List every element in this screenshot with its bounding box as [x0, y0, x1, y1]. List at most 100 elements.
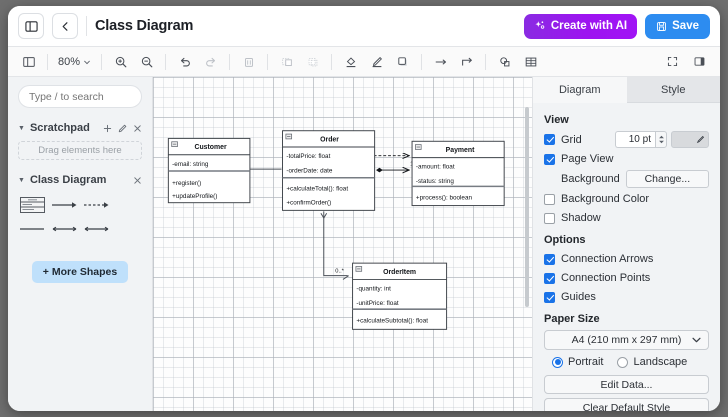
grid-checkbox[interactable]: [544, 134, 555, 145]
fill-color-button[interactable]: [338, 51, 363, 73]
toolbar-toggle-left-panel[interactable]: [16, 51, 41, 73]
shadow-checkbox[interactable]: [544, 212, 555, 224]
sparkles-icon: [535, 21, 545, 29]
panel-right-icon: [694, 57, 705, 66]
clear-default-style-button[interactable]: Clear Default Style: [544, 398, 709, 411]
insert-table-button[interactable]: [518, 51, 543, 73]
elbow-connector-button[interactable]: [454, 51, 479, 73]
trash-icon: [244, 57, 253, 67]
scratchpad-add-icon[interactable]: [103, 124, 112, 133]
grid-size-input[interactable]: 10 pt: [615, 131, 655, 148]
landscape-radio[interactable]: [617, 356, 629, 368]
double-arrow-alt-shape[interactable]: [82, 219, 111, 239]
toolbar: 80%: [8, 47, 720, 77]
uml-class-shape[interactable]: [18, 195, 47, 215]
more-shapes-button[interactable]: + More Shapes: [31, 261, 129, 283]
to-back-button[interactable]: [300, 51, 325, 73]
uml-class-payment[interactable]: Payment -amount: float -status: string +…: [411, 140, 505, 207]
straight-connector-button[interactable]: [428, 51, 453, 73]
divider: [229, 53, 231, 70]
uml-class-order[interactable]: Order -totalPrice: float -orderDate: dat…: [282, 130, 376, 211]
guides-row: Guides: [544, 289, 709, 305]
chevron-down-icon: [84, 60, 90, 64]
save-label: Save: [672, 20, 699, 32]
scratchpad-section-header[interactable]: ▼ Scratchpad: [18, 122, 142, 134]
plain-line-shape[interactable]: [18, 219, 47, 239]
fullscreen-button[interactable]: [660, 51, 685, 73]
uml-class-orderitem[interactable]: OrderItem -quantity: int -unitPrice: flo…: [352, 262, 448, 330]
delete-button[interactable]: [236, 51, 261, 73]
page-area: [153, 77, 532, 411]
tab-diagram[interactable]: Diagram: [533, 77, 627, 103]
background-label: Background: [561, 173, 620, 185]
grid-color-swatch[interactable]: [671, 131, 709, 148]
scratchpad-edit-icon[interactable]: [118, 124, 127, 133]
connection-points-checkbox[interactable]: [544, 272, 555, 284]
format-panel: Diagram Style View Grid 10 pt: [532, 77, 720, 411]
class-attribute: -orderDate: date: [286, 167, 333, 174]
toggle-sidebar-button[interactable]: [18, 13, 44, 39]
portrait-radio[interactable]: [552, 356, 563, 368]
class-method: +process(): boolean: [416, 194, 473, 201]
orientation-portrait[interactable]: Portrait: [552, 356, 603, 368]
shape-palette: [18, 195, 142, 239]
edit-data-button[interactable]: Edit Data...: [544, 375, 709, 394]
class-name: OrderItem: [383, 269, 416, 276]
background-change-button[interactable]: Change...: [625, 170, 709, 188]
panel-left-icon: [24, 20, 38, 32]
undo-icon: [180, 57, 190, 66]
class-method: +confirmOrder(): [286, 200, 331, 207]
connection-arrows-label: Connection Arrows: [561, 253, 654, 265]
scratchpad-dropzone-label: Drag elements here: [38, 145, 122, 156]
grid-size-arrows[interactable]: [655, 131, 667, 148]
class-diagram-title: Class Diagram: [29, 174, 107, 186]
redo-button[interactable]: [198, 51, 223, 73]
divider: [485, 53, 487, 70]
diagram-canvas[interactable]: 1 1 Payment (dashed dependency) --> Paym…: [153, 77, 532, 411]
zoom-level-label: 80%: [58, 55, 81, 68]
to-front-icon: [281, 57, 292, 66]
dashed-arrow-shape[interactable]: [82, 195, 111, 215]
elbow-arrow-icon: [461, 57, 472, 65]
portrait-label: Portrait: [568, 356, 604, 368]
paper-size-select[interactable]: A4 (210 mm x 297 mm): [544, 330, 709, 350]
background-color-checkbox[interactable]: [544, 193, 555, 205]
save-button[interactable]: Save: [645, 13, 710, 39]
canvas-vertical-scrollbar[interactable]: [525, 107, 529, 307]
chevron-down-icon: [658, 140, 664, 144]
undo-button[interactable]: [172, 51, 197, 73]
divider: [86, 16, 87, 36]
tab-style[interactable]: Style: [626, 77, 720, 103]
uml-class-customer[interactable]: Customer -email: string +register() +upd…: [167, 137, 251, 204]
zoom-level-dropdown[interactable]: 80%: [54, 51, 95, 73]
toggle-right-panel-button[interactable]: [687, 51, 712, 73]
page-view-checkbox[interactable]: [544, 153, 555, 165]
double-arrow-shape[interactable]: [50, 219, 79, 239]
class-diagram-close-icon[interactable]: [133, 176, 142, 185]
connection-points-row: Connection Points: [544, 270, 709, 286]
search-input[interactable]: [18, 85, 142, 108]
app-body: ▼ Scratchpad Drag elements here: [8, 77, 720, 411]
to-front-button[interactable]: [274, 51, 299, 73]
scratchpad-dropzone[interactable]: Drag elements here: [18, 141, 142, 160]
class-diagram-section-header[interactable]: ▼ Class Diagram: [18, 174, 142, 186]
line-color-button[interactable]: [364, 51, 389, 73]
orientation-landscape[interactable]: Landscape: [617, 356, 687, 368]
create-with-ai-button[interactable]: Create with AI: [523, 13, 638, 39]
page-view-label: Page View: [561, 153, 614, 165]
guides-checkbox[interactable]: [544, 291, 555, 303]
class-method: +register(): [172, 180, 201, 187]
zoom-in-button[interactable]: [108, 51, 133, 73]
class-name: Payment: [446, 147, 475, 154]
insert-shape-button[interactable]: [492, 51, 517, 73]
shadow-button[interactable]: [390, 51, 415, 73]
title-bar: Class Diagram Create with AI Save: [8, 6, 720, 47]
zoom-out-button[interactable]: [134, 51, 159, 73]
divider: [421, 53, 423, 70]
shapes-sidebar: ▼ Scratchpad Drag elements here: [8, 77, 153, 411]
association-arrow-shape[interactable]: [50, 195, 79, 215]
connection-arrows-checkbox[interactable]: [544, 253, 555, 265]
back-button[interactable]: [52, 13, 78, 39]
scratchpad-close-icon[interactable]: [133, 124, 142, 133]
grid-size-stepper: 10 pt: [615, 131, 709, 148]
